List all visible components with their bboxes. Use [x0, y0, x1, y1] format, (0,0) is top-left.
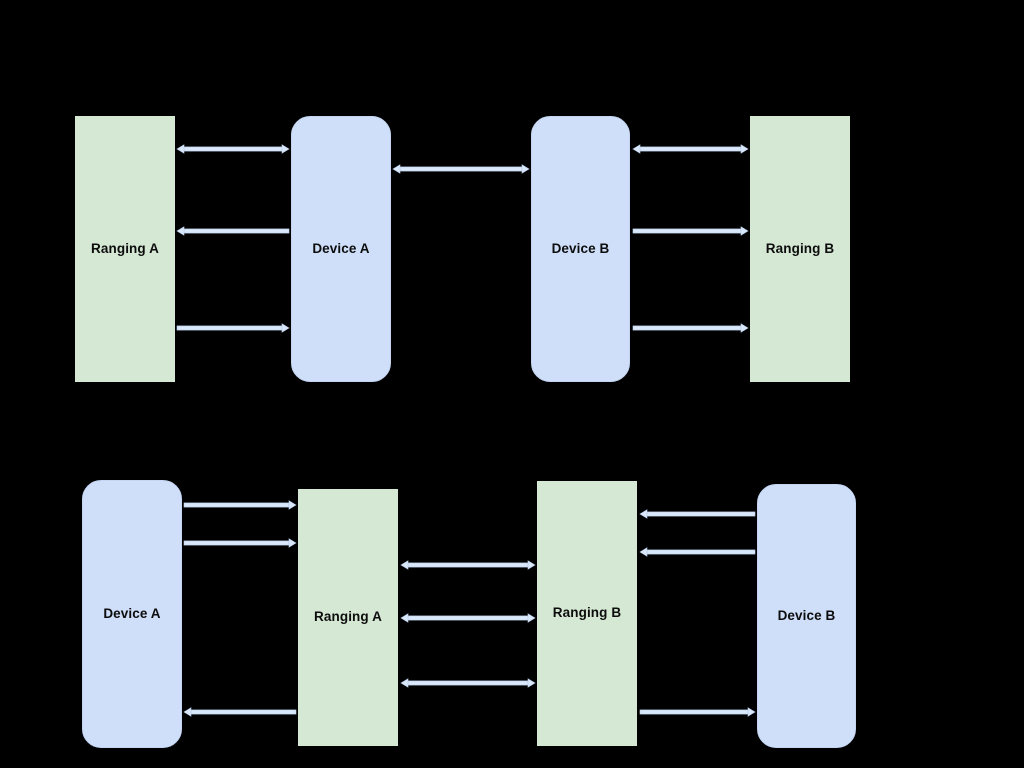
- arrowhead-right: [288, 500, 297, 510]
- connector-arrow: [639, 507, 756, 521]
- connector-arrow: [400, 558, 536, 572]
- node-b-device-a[interactable]: Device A: [82, 480, 182, 748]
- node-t-device-b[interactable]: Device B: [531, 116, 630, 382]
- arrowhead-right: [527, 613, 536, 623]
- connector-arrow: [183, 498, 297, 512]
- arrowhead-left: [400, 613, 409, 623]
- arrowhead-left: [639, 547, 648, 557]
- connector-arrow: [400, 611, 536, 625]
- node-t-ranging-b[interactable]: Ranging B: [750, 116, 850, 382]
- node-b-ranging-b[interactable]: Ranging B: [537, 481, 637, 746]
- node-label: Device B: [777, 607, 836, 623]
- arrowhead-right: [288, 538, 297, 548]
- arrowhead-left: [183, 707, 192, 717]
- node-label: Device A: [103, 605, 161, 621]
- arrowhead-right: [527, 678, 536, 688]
- node-t-device-a[interactable]: Device A: [291, 116, 391, 382]
- arrowhead-left: [400, 560, 409, 570]
- arrowhead-right: [747, 707, 756, 717]
- node-label: Ranging B: [552, 605, 622, 621]
- node-label: Ranging A: [314, 609, 382, 625]
- arrowhead-left: [400, 678, 409, 688]
- connector-arrow: [183, 705, 297, 719]
- node-b-device-b[interactable]: Device B: [757, 484, 856, 748]
- node-b-ranging-a[interactable]: Ranging A: [298, 489, 398, 746]
- connector-arrow: [400, 676, 536, 690]
- connector-arrow: [639, 705, 756, 719]
- arrowhead-left: [639, 509, 648, 519]
- arrowhead-right: [527, 560, 536, 570]
- connector-arrow: [639, 545, 756, 559]
- connector-arrow: [183, 536, 297, 550]
